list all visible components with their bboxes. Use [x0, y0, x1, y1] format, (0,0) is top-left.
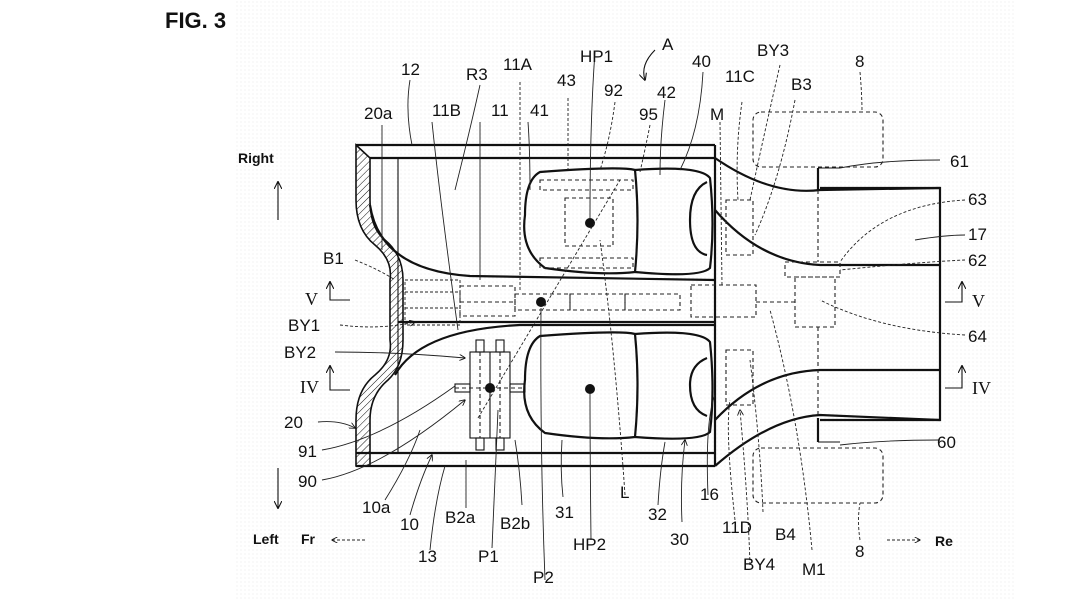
rear-wheel-left	[752, 447, 884, 504]
label-63: 63	[968, 190, 987, 209]
bracket-11d	[725, 349, 754, 406]
label-11d: 11D	[722, 518, 752, 537]
label-hp2: HP2	[573, 535, 606, 554]
label-by1: BY1	[288, 316, 320, 335]
label-by3: BY3	[757, 41, 789, 60]
label-20a: 20a	[364, 104, 393, 123]
label-b2b: B2b	[500, 514, 530, 533]
seat-30	[523, 331, 714, 440]
label-a: A	[662, 35, 674, 54]
rear-wheel-right	[752, 111, 884, 168]
label-hp1: HP1	[580, 47, 613, 66]
label-b2a: B2a	[445, 508, 476, 527]
center-tunnel-components	[404, 279, 757, 326]
label-13: 13	[418, 547, 437, 566]
direction-left-label: Left	[253, 531, 279, 547]
floor-curve-left	[394, 323, 715, 376]
bracket-11c	[725, 199, 754, 256]
label-p2: P2	[533, 568, 554, 587]
rear-member-upper-inner	[714, 209, 940, 267]
rear-member-lower-inner	[714, 368, 940, 421]
battery-unit-90	[454, 339, 526, 451]
label-20: 20	[284, 413, 303, 432]
svg-text:IV: IV	[300, 377, 319, 397]
label-p1: P1	[478, 547, 499, 566]
point-p2	[536, 297, 546, 307]
label-40: 40	[692, 52, 711, 71]
direction-right-label: Right	[238, 150, 274, 166]
direction-rear-label: Re	[935, 533, 953, 549]
label-90: 90	[298, 472, 317, 491]
label-by4: BY4	[743, 555, 775, 574]
label-32: 32	[648, 505, 667, 524]
reference-labels: 12 R3 11A HP1 A 40 BY3 8 20a 11B 11 41 4…	[284, 35, 987, 587]
label-m1: M1	[802, 560, 826, 579]
section-mark-iv-right: IV	[945, 366, 991, 398]
label-11c: 11C	[725, 67, 755, 86]
seat-40	[523, 167, 714, 276]
label-95: 95	[639, 105, 658, 124]
rear-member-lower	[714, 413, 941, 467]
point-p1	[485, 383, 495, 393]
svg-text:V: V	[305, 289, 318, 309]
label-62: 62	[968, 251, 987, 270]
hip-point-hp2	[585, 384, 595, 394]
label-30: 30	[670, 530, 689, 549]
label-m: M	[710, 105, 724, 124]
label-l: L	[620, 483, 629, 502]
label-43: 43	[557, 71, 576, 90]
direction-front-label: Fr	[301, 531, 316, 547]
hip-point-hp1	[585, 218, 595, 228]
label-11a: 11A	[503, 55, 533, 74]
label-r3: R3	[466, 65, 488, 84]
section-mark-iv-left: IV	[300, 366, 350, 397]
label-31: 31	[555, 503, 574, 522]
rear-member-upper	[714, 157, 941, 192]
figure-title: FIG. 3	[165, 8, 226, 33]
section-mark-v-left: V	[305, 282, 350, 309]
line-l	[477, 179, 621, 419]
label-8-top: 8	[855, 52, 864, 71]
rear-frame-17	[820, 186, 942, 422]
label-b3: B3	[791, 75, 812, 94]
label-12: 12	[401, 60, 420, 79]
label-16: 16	[700, 485, 719, 504]
label-91: 91	[298, 442, 317, 461]
label-17: 17	[968, 225, 987, 244]
label-by2: BY2	[284, 343, 316, 362]
label-61: 61	[950, 152, 969, 171]
label-41: 41	[530, 101, 549, 120]
floor-curve-right	[368, 204, 716, 282]
svg-text:V: V	[972, 291, 985, 311]
component-m	[690, 284, 757, 318]
label-10: 10	[400, 515, 419, 534]
label-8-bottom: 8	[855, 542, 864, 561]
label-60: 60	[937, 433, 956, 452]
label-64: 64	[968, 327, 987, 346]
label-10a: 10a	[362, 498, 391, 517]
label-92: 92	[604, 81, 623, 100]
section-mark-v-right: V	[945, 282, 985, 311]
vehicle-body-frame	[355, 143, 717, 468]
leader-lines	[317, 49, 966, 581]
label-b4: B4	[775, 525, 796, 544]
label-b1: B1	[323, 249, 344, 268]
label-42: 42	[657, 83, 676, 102]
label-11b: 11B	[432, 101, 461, 120]
svg-text:IV: IV	[972, 378, 991, 398]
label-11: 11	[491, 101, 509, 120]
component-64	[794, 276, 836, 328]
